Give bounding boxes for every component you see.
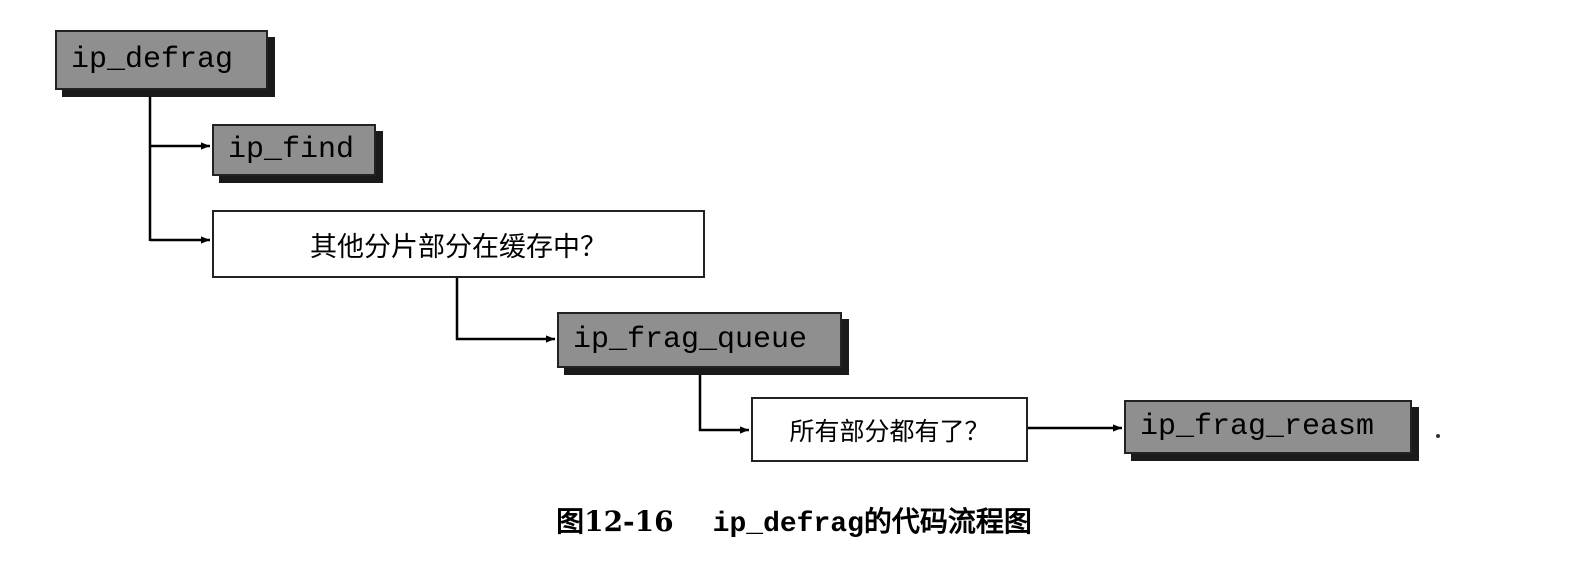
node-other-fragments-cached-label: 其他分片部分在缓存中？ [310, 231, 607, 263]
node-ip-frag-reasm-label: ip_frag_reasm [1140, 410, 1375, 444]
node-all-parts-present: 所有部分都有了？ [751, 397, 1028, 462]
node-all-parts-present-label: 所有部分都有了？ [789, 416, 990, 446]
node-ip-frag-queue: ip_frag_queue [557, 312, 842, 368]
caption-function-name: ip_defrag [712, 509, 864, 540]
figure-caption: 图12-16 ip_defrag的代码流程图 [0, 500, 1588, 540]
trailing-dot [1436, 434, 1440, 438]
node-ip-defrag: ip_defrag [55, 30, 268, 90]
figure-number: 图12-16 [556, 505, 674, 538]
edge-other-fragments-to-ip-frag-queue [455, 278, 555, 343]
node-ip-find-label: ip_find [228, 133, 355, 167]
node-ip-defrag-label: ip_defrag [71, 43, 234, 77]
node-ip-frag-queue-label: ip_frag_queue [573, 323, 808, 357]
edge-ip-frag-queue-to-all-parts [698, 368, 749, 434]
node-other-fragments-cached: 其他分片部分在缓存中？ [212, 210, 705, 278]
node-ip-frag-reasm: ip_frag_reasm [1124, 400, 1412, 454]
caption-text: 的代码流程图 [863, 505, 1032, 538]
node-ip-find: ip_find [212, 124, 376, 176]
